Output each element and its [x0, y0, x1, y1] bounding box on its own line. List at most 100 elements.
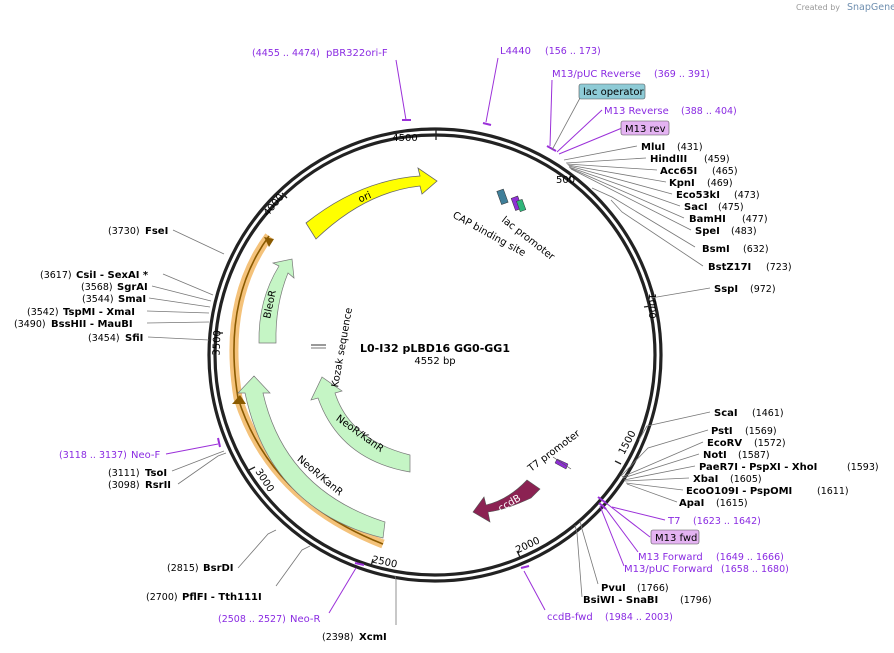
enzyme-pos-noti: (1587): [738, 450, 770, 461]
enzyme-ecorv[interactable]: EcoRV: [707, 438, 742, 449]
enzyme-pos-kpni: (469): [707, 178, 733, 189]
enzyme-pos-sspi: (972): [750, 284, 776, 295]
enzyme-pos-saci: (475): [718, 202, 744, 213]
enzyme-eco53ki[interactable]: Eco53kI: [676, 190, 720, 201]
cap-site-marker[interactable]: [496, 188, 509, 205]
neokanr-outer-arrow[interactable]: [237, 375, 386, 539]
t7-promoter-marker[interactable]: [554, 458, 569, 470]
enzyme-pos-sgrai: (3568): [81, 282, 113, 293]
backbone-outer: [207, 127, 663, 583]
primer-t7[interactable]: T7: [667, 516, 680, 527]
tick-label-2500: 2500: [371, 555, 398, 571]
primer-ccdb-fwd[interactable]: ccdB-fwd: [547, 612, 593, 623]
enzyme-pos-acc65i: (465): [712, 166, 738, 177]
enzyme-fsei[interactable]: FseI: [145, 226, 168, 237]
enzyme-csii-sexai[interactable]: CsiI - SexAI *: [76, 270, 149, 281]
enzyme-psti[interactable]: PstI: [711, 426, 733, 437]
lac-operator-box[interactable]: [578, 83, 646, 100]
enzyme-mlui[interactable]: MluI: [641, 142, 665, 153]
enzyme-rsrii[interactable]: RsrII: [145, 480, 171, 491]
primer-range-m13-reverse: (388 .. 404): [681, 106, 737, 117]
enzyme-xcmi[interactable]: XcmI: [359, 632, 387, 643]
enzyme-pos-paer7i-pspxi-xhoi: (1593): [847, 462, 879, 473]
m13-rev-box[interactable]: [620, 120, 670, 136]
tick-label-4500: 4500: [392, 133, 417, 144]
enzyme-pos-smai: (3544): [82, 294, 114, 305]
enzyme-apai[interactable]: ApaI: [679, 498, 704, 509]
enzyme-pos-ecorv: (1572): [754, 438, 786, 449]
bleor-arrow[interactable]: [258, 258, 295, 344]
primer-m13puc-reverse[interactable]: M13/pUC Reverse: [552, 69, 641, 80]
enzyme-sfii[interactable]: SfiI: [125, 333, 143, 344]
enzyme-bstz17i[interactable]: BstZ17I: [708, 262, 751, 273]
enzyme-pos-tspmi-xmai: (3542): [27, 307, 59, 318]
enzyme-pos-xcmi: (2398): [322, 632, 354, 643]
enzyme-pos-bsshii-maubi: (3490): [14, 319, 46, 330]
enzyme-pos-psti: (1569): [745, 426, 777, 437]
enzyme-bamhi[interactable]: BamHI: [689, 214, 726, 225]
ori-label: ori: [357, 190, 373, 205]
credit-prefix: Created by: [796, 3, 840, 12]
enzyme-pos-tsoi: (3111): [108, 468, 140, 479]
enzyme-scai[interactable]: ScaI: [714, 408, 738, 419]
primer-range-l4440: (156 .. 173): [545, 46, 601, 57]
enzyme-tspmi-xmai[interactable]: TspMI - XmaI: [63, 307, 135, 318]
enzyme-kpni[interactable]: KpnI: [669, 178, 695, 189]
ccdb-arrow[interactable]: [472, 479, 541, 523]
backbone-inner: [213, 133, 657, 577]
enzyme-smai[interactable]: SmaI: [118, 294, 146, 305]
enzyme-bsshii-maubi[interactable]: BssHII - MauBI: [51, 319, 133, 330]
kozak-label: Kozak sequence: [330, 307, 355, 388]
enzyme-pos-pvui: (1766): [637, 583, 669, 594]
primer-pbr322ori-f[interactable]: pBR322ori-F: [326, 48, 388, 59]
tick-label-3500: 3500: [212, 330, 224, 356]
primer-m13puc-forward[interactable]: M13/pUC Forward: [624, 564, 713, 575]
enzyme-pos-xbai: (1605): [730, 474, 762, 485]
enzyme-ecoo109i-pspomi[interactable]: EcoO109I - PspOMI: [686, 486, 792, 497]
enzyme-hindiii[interactable]: HindIII: [650, 154, 687, 165]
enzyme-tsoi[interactable]: TsoI: [145, 468, 167, 479]
neokanr-inner-arrow[interactable]: [310, 376, 411, 473]
primer-m13-reverse[interactable]: M13 Reverse: [604, 106, 669, 117]
enzyme-pos-apai: (1615): [716, 498, 748, 509]
primer-m13-forward[interactable]: M13 Forward: [638, 552, 703, 563]
primer-l4440[interactable]: L4440: [500, 46, 531, 57]
enzyme-spei[interactable]: SpeI: [695, 226, 720, 237]
primer-range-pbr322ori-f: (4455 .. 4474): [252, 48, 320, 59]
m13-rev-label: M13 rev: [625, 124, 666, 135]
enzyme-pos-ecoo109i-pspomi: (1611): [817, 486, 849, 497]
enzyme-noti[interactable]: NotI: [703, 450, 727, 461]
primer-neo-f[interactable]: Neo-F: [131, 450, 161, 461]
enzyme-pos-rsrii: (3098): [108, 480, 140, 491]
primer-neo-r[interactable]: Neo-R: [290, 614, 321, 625]
primer-range-m13puc-reverse: (369 .. 391): [654, 69, 710, 80]
tick-marks: [216, 128, 652, 567]
enzyme-pos-mlui: (431): [677, 142, 703, 153]
snapgene-brand: SnapGene: [847, 2, 894, 13]
enzyme-pos-eco53ki: (473): [734, 190, 760, 201]
enzyme-sgrai[interactable]: SgrAI: [117, 282, 148, 293]
enzyme-sspi[interactable]: SspI: [714, 284, 738, 295]
enzyme-bsrdi[interactable]: BsrDI: [203, 563, 234, 574]
tick-label-1000: 1000: [646, 293, 657, 318]
enzyme-xbai[interactable]: XbaI: [693, 474, 718, 485]
primer-range-ccdb-fwd: (1984 .. 2003): [605, 612, 673, 623]
enzyme-pos-spei: (483): [731, 226, 757, 237]
ori-arrow[interactable]: [305, 167, 438, 240]
enzyme-acc65i[interactable]: Acc65I: [660, 166, 697, 177]
lac-operator-marker[interactable]: [516, 198, 527, 212]
enzyme-pos-bamhi: (477): [742, 214, 768, 225]
enzyme-pflfi-tth111i[interactable]: PflFI - Tth111I: [182, 592, 262, 603]
enzyme-pvui[interactable]: PvuI: [601, 583, 626, 594]
t7-promoter-label: T7 promoter: [525, 428, 583, 475]
enzyme-saci[interactable]: SacI: [684, 202, 708, 213]
enzyme-bsiwi-snabi[interactable]: BsiWI - SnaBI: [583, 595, 658, 606]
enzyme-bsmi[interactable]: BsmI: [702, 244, 730, 255]
enzyme-pos-fsei: (3730): [108, 226, 140, 237]
enzyme-pos-bsmi: (632): [743, 244, 769, 255]
primer-range-m13puc-forward: (1658 .. 1680): [721, 564, 789, 575]
m13-fwd-box[interactable]: [650, 529, 700, 545]
enzyme-paer7i-pspxi-xhoi[interactable]: PaeR7I - PspXI - XhoI: [699, 462, 817, 473]
m13-fwd-label: M13 fwd: [655, 533, 697, 544]
